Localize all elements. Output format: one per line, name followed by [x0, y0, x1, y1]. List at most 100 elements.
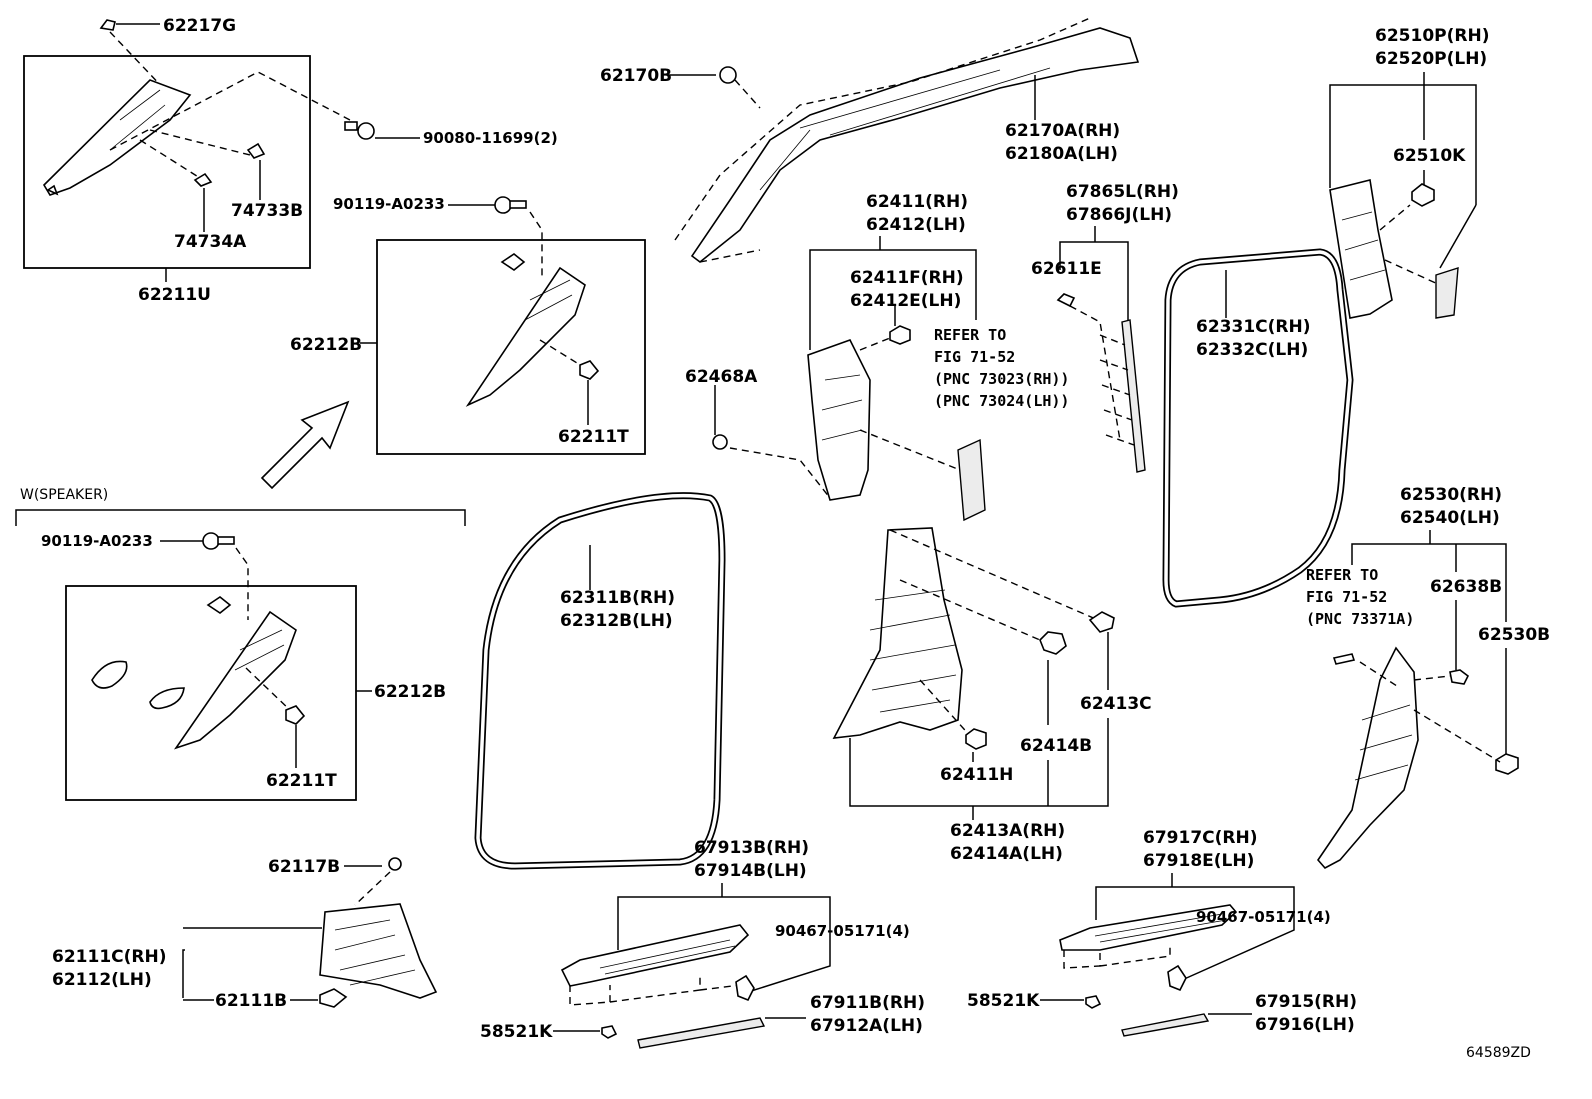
front-scuff-plate-cover: [637, 1017, 766, 1049]
callout-box-62211u: [23, 55, 311, 269]
label-62212b-lower: 62212B: [374, 682, 446, 702]
assembly-62211u: [23, 19, 420, 282]
label-67865l: 67865L(RH): [1066, 182, 1179, 202]
clip-58521k-rear: [1085, 995, 1102, 1009]
label-90119-lower: 90119-A0233: [41, 532, 153, 550]
label-67918e: 67918E(LH): [1143, 851, 1254, 871]
bolt-90119-lower: [202, 532, 235, 550]
part-74734a: [193, 172, 213, 187]
assembly-62510p: [1329, 72, 1477, 319]
clip-62611e: [1056, 293, 1076, 308]
label-67911b: 67911B(RH): [810, 993, 925, 1013]
assembly-67865l: [1056, 226, 1146, 473]
ref-note-2-line-2: FIG 71-52: [1306, 588, 1387, 606]
clip-62211t-lower: [285, 705, 306, 725]
label-62411h: 62411H: [940, 765, 1013, 785]
label-62411: 62411(RH): [866, 192, 968, 212]
direction-arrow: [260, 400, 350, 490]
label-62530: 62530(RH): [1400, 485, 1502, 505]
assembly-62331c: [1162, 248, 1354, 608]
clip-62217g: [99, 19, 116, 31]
front-scuff-plate: [560, 924, 750, 987]
label-62540: 62540(LH): [1400, 508, 1500, 528]
label-62211u: 62211U: [138, 285, 211, 305]
ref-note-1-line-1: REFER TO: [934, 326, 1006, 344]
ref-note-2-line-1: REFER TO: [1306, 566, 1378, 584]
clip-90467-front: [735, 974, 755, 1002]
label-62411f: 62411F(RH): [850, 268, 964, 288]
label-90080-11699: 90080-11699(2): [423, 129, 558, 147]
speaker-group: [15, 509, 466, 801]
bolt-90119-upper: [494, 196, 527, 214]
roof-side-rail-garnish: [690, 27, 1140, 264]
label-62414a: 62414A(LH): [950, 844, 1063, 864]
speaker-group-bracket: [15, 509, 466, 526]
label-62413c: 62413C: [1080, 694, 1152, 714]
label-62414b: 62414B: [1020, 736, 1092, 756]
assembly-67913b: [553, 883, 831, 1049]
clip-62413c: [1088, 611, 1115, 633]
speaker-cover-a: [91, 660, 128, 689]
clip-62211t-upper: [579, 360, 600, 380]
pillar-garnish-62212b-lower: [173, 610, 297, 750]
label-62211t-upper: 62211T: [558, 427, 629, 447]
label-62111b: 62111B: [215, 991, 287, 1011]
label-74733b: 74733B: [231, 201, 303, 221]
rear-quarter-upper-garnish: [1329, 179, 1393, 319]
label-62111c: 62111C(RH): [52, 947, 166, 967]
label-62332c: 62332C(LH): [1196, 340, 1308, 360]
callout-box-62212b-upper: [376, 239, 646, 455]
label-62510p: 62510P(RH): [1375, 26, 1489, 46]
assembly-67917c: [1040, 873, 1295, 1037]
label-w-speaker: W(SPEAKER): [20, 487, 108, 503]
label-62170a: 62170A(RH): [1005, 121, 1120, 141]
label-67914b: 67914B(LH): [694, 861, 807, 881]
clip-62111b: [319, 988, 348, 1008]
seat-belt-anchor-cover: [957, 438, 986, 522]
rear-scuff-plate-cover: [1121, 1013, 1210, 1037]
clip-62212b-lower: [206, 596, 232, 614]
label-67915: 67915(RH): [1255, 992, 1357, 1012]
label-67866j: 67866J(LH): [1066, 205, 1172, 225]
clip-90467-rear: [1167, 964, 1187, 992]
clip-62117b: [388, 857, 402, 871]
speaker-cover-b: [149, 687, 185, 710]
ref-note-1-line-3: (PNC 73023(RH)): [934, 370, 1069, 388]
center-pillar-upper-garnish: [807, 339, 871, 501]
assembly-62311b: [474, 492, 726, 870]
assembly-62212b-upper: [360, 196, 646, 455]
clip-62638b: [1449, 669, 1470, 685]
label-62468a: 62468A: [685, 367, 758, 387]
label-90467-front: 90467-05171(4): [775, 922, 910, 940]
label-67912a: 67912A(LH): [810, 1016, 923, 1036]
ref-note-2-line-3: (PNC 73371A): [1306, 610, 1414, 628]
label-58521k-rear: 58521K: [967, 991, 1040, 1011]
ref-note-1-line-2: FIG 71-52: [934, 348, 1015, 366]
figure-id: 64589ZD: [1466, 1045, 1531, 1061]
clip-62212b-upper: [500, 253, 526, 271]
clip-62510k: [1411, 183, 1435, 207]
label-62311b: 62311B(RH): [560, 588, 675, 608]
assembly-62411: [712, 236, 986, 522]
label-90119-upper: 90119-A0233: [333, 195, 445, 213]
clip-62530b: [1495, 753, 1519, 775]
label-62638b: 62638B: [1430, 577, 1502, 597]
pillar-garnish-62212b-upper: [465, 266, 586, 407]
label-62530b: 62530B: [1478, 625, 1550, 645]
part-62510p-panel: [1435, 267, 1459, 319]
center-pillar-lower-garnish: [832, 527, 963, 739]
label-62412e: 62412E(LH): [850, 291, 961, 311]
ref-note-1-line-4: (PNC 73024(LH)): [934, 392, 1069, 410]
label-62217g: 62217G: [163, 16, 236, 36]
label-62212b-upper: 62212B: [290, 335, 362, 355]
front-door-weatherstrip: [474, 492, 726, 870]
quarter-trim-62111c: [319, 903, 438, 999]
assembly-62413a: [832, 527, 1115, 820]
label-62413a: 62413A(RH): [950, 821, 1065, 841]
rear-door-weatherstrip: [1162, 248, 1354, 608]
assembly-62111c: [182, 857, 438, 1008]
label-62117b: 62117B: [268, 857, 340, 877]
label-62180a: 62180A(LH): [1005, 144, 1118, 164]
label-62611e: 62611E: [1031, 259, 1102, 279]
clip-62170b: [719, 66, 737, 84]
